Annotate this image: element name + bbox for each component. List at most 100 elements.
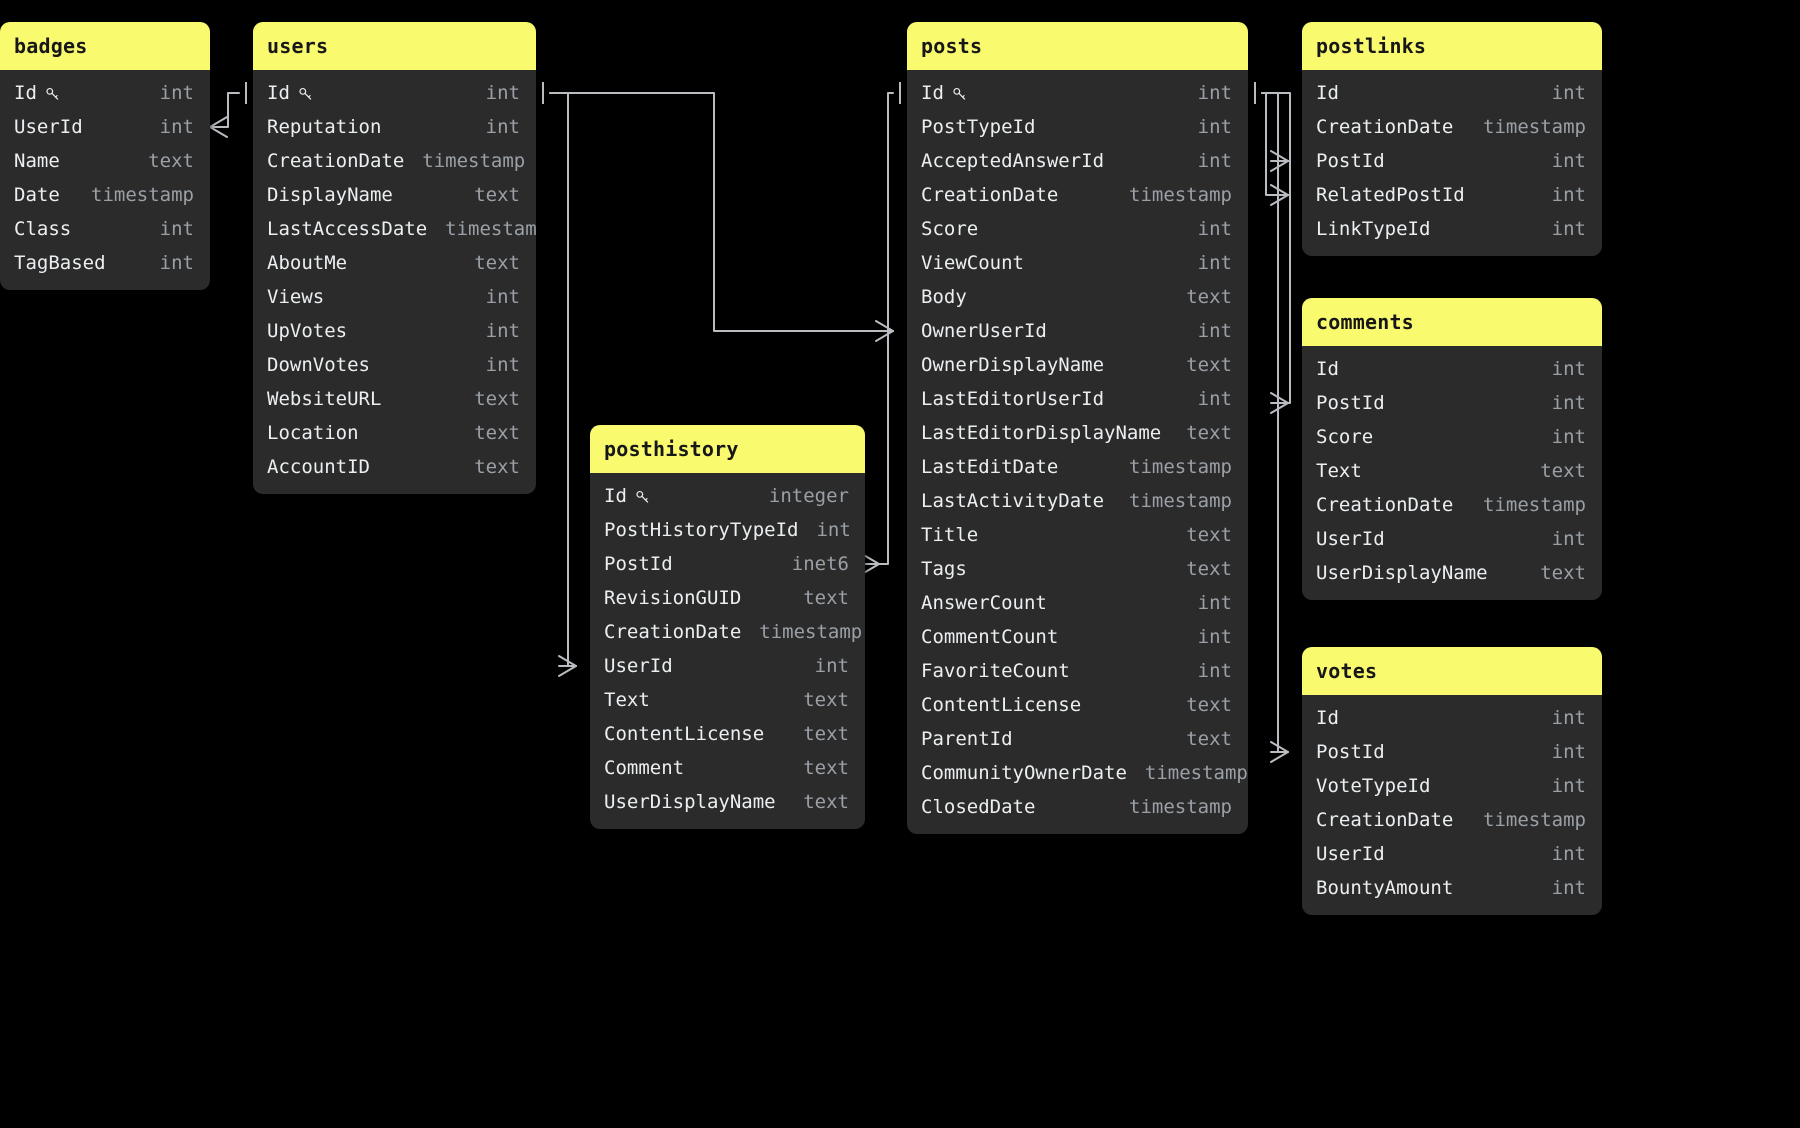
field-type: int	[1551, 775, 1586, 797]
field-name: LastEditDate	[921, 456, 1058, 478]
field-name: PostId	[604, 553, 673, 575]
field-name-label: CreationDate	[921, 184, 1059, 206]
field-type: int	[1551, 184, 1586, 206]
field-name: ViewCount	[921, 252, 1024, 274]
field-row[interactable]: VoteTypeId int	[1302, 769, 1602, 803]
field-name: Class	[14, 218, 71, 240]
field-type: int	[1551, 150, 1586, 172]
field-name-label: PostId	[1316, 392, 1385, 414]
field-name: Id	[1316, 358, 1339, 380]
field-name: VoteTypeId	[1316, 775, 1430, 797]
relation-posts-posthistory	[878, 92, 894, 565]
relation-crow-marker	[558, 655, 577, 677]
field-name-label: Text	[604, 689, 650, 711]
field-name: TagBased	[14, 252, 106, 274]
field-type: integer	[768, 485, 849, 507]
table-title-posthistory: posthistory	[590, 425, 865, 473]
field-type: int	[1551, 877, 1586, 899]
field-type: text	[148, 150, 194, 172]
relation-users-posts	[549, 92, 894, 332]
field-type: text	[803, 723, 849, 745]
field-row[interactable]: LastAccessDatetimestamp	[253, 212, 536, 246]
field-name-label: Id	[267, 82, 290, 104]
field-type: text	[803, 791, 849, 813]
